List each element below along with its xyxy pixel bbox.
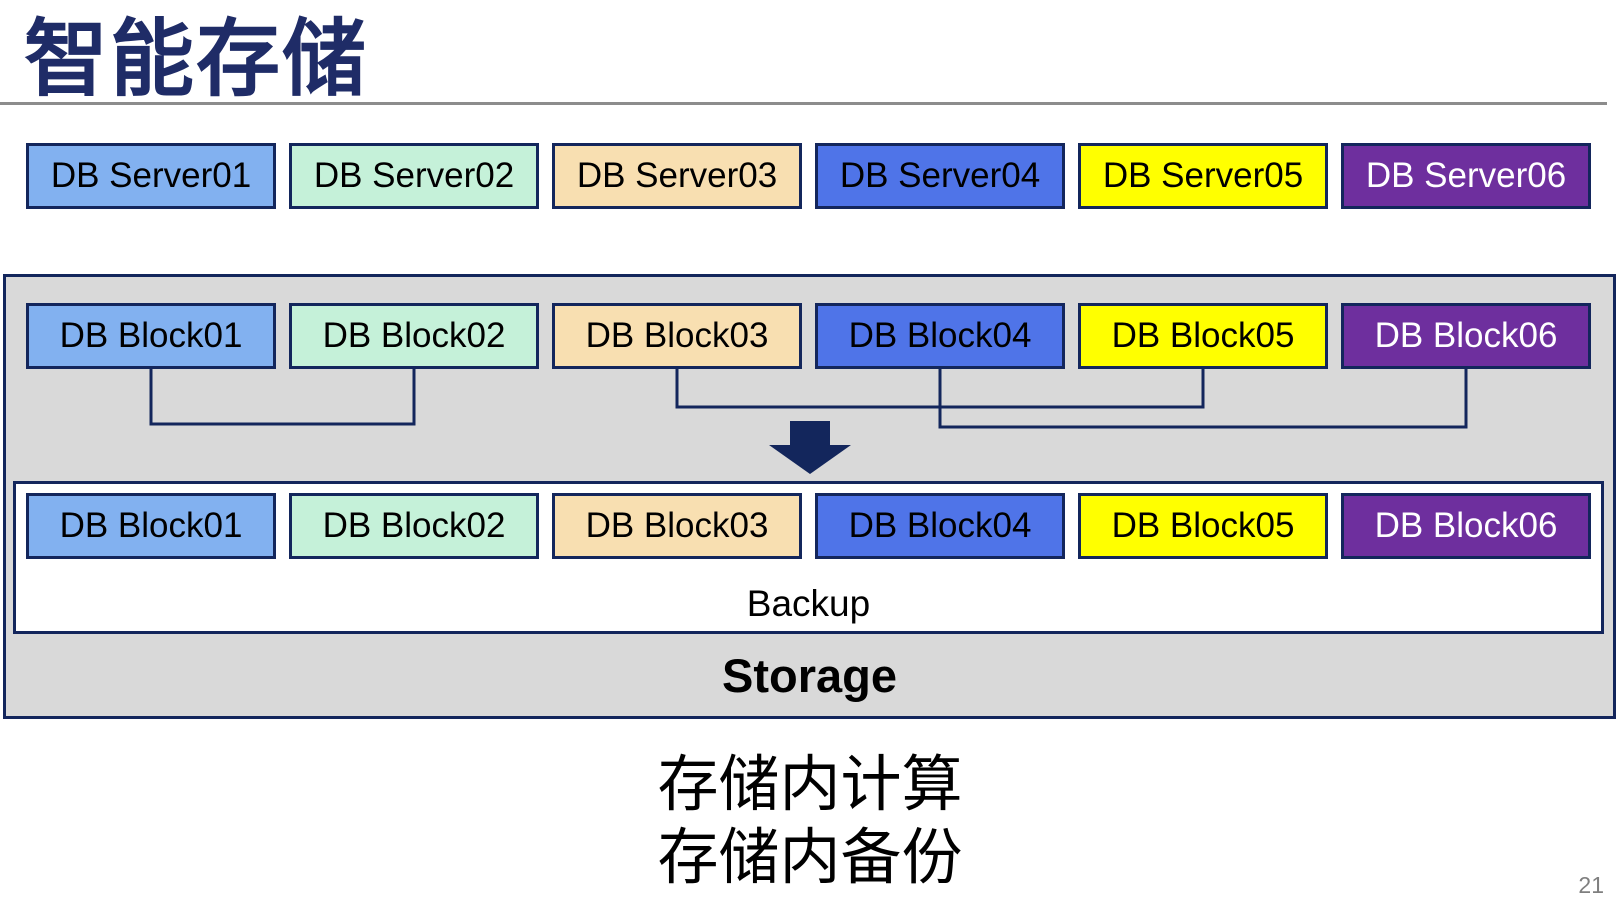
server-box-03: DB Server03: [552, 143, 802, 209]
db-server-row: DB Server01 DB Server02 DB Server03 DB S…: [26, 143, 1591, 209]
storage-label: Storage: [722, 649, 897, 702]
block-top-01: DB Block01: [26, 303, 276, 369]
backup-area: [13, 481, 1604, 634]
block-bottom-04: DB Block04: [815, 493, 1065, 559]
block-bottom-03: DB Block03: [552, 493, 802, 559]
block-bottom-01: DB Block01: [26, 493, 276, 559]
caption: 存储内计算 存储内备份: [0, 748, 1620, 894]
page-number: 21: [1578, 872, 1604, 898]
title-divider: [0, 102, 1607, 105]
block-top-05: DB Block05: [1078, 303, 1328, 369]
block-top-06: DB Block06: [1341, 303, 1591, 369]
block-top-04: DB Block04: [815, 303, 1065, 369]
db-block-row-bottom: DB Block01 DB Block02 DB Block03 DB Bloc…: [26, 493, 1591, 559]
block-bottom-06: DB Block06: [1341, 493, 1591, 559]
server-box-01: DB Server01: [26, 143, 276, 209]
backup-label: Backup: [746, 583, 871, 624]
server-box-04: DB Server04: [815, 143, 1065, 209]
block-top-03: DB Block03: [552, 303, 802, 369]
page-title: 智能存储: [24, 12, 369, 106]
block-bottom-05: DB Block05: [1078, 493, 1328, 559]
caption-line-1: 存储内计算: [657, 750, 963, 818]
server-box-02: DB Server02: [289, 143, 539, 209]
caption-line-2: 存储内备份: [657, 823, 963, 891]
db-block-row-top: DB Block01 DB Block02 DB Block03 DB Bloc…: [26, 303, 1591, 369]
server-box-05: DB Server05: [1078, 143, 1328, 209]
block-top-02: DB Block02: [289, 303, 539, 369]
server-box-06: DB Server06: [1341, 143, 1591, 209]
block-bottom-02: DB Block02: [289, 493, 539, 559]
